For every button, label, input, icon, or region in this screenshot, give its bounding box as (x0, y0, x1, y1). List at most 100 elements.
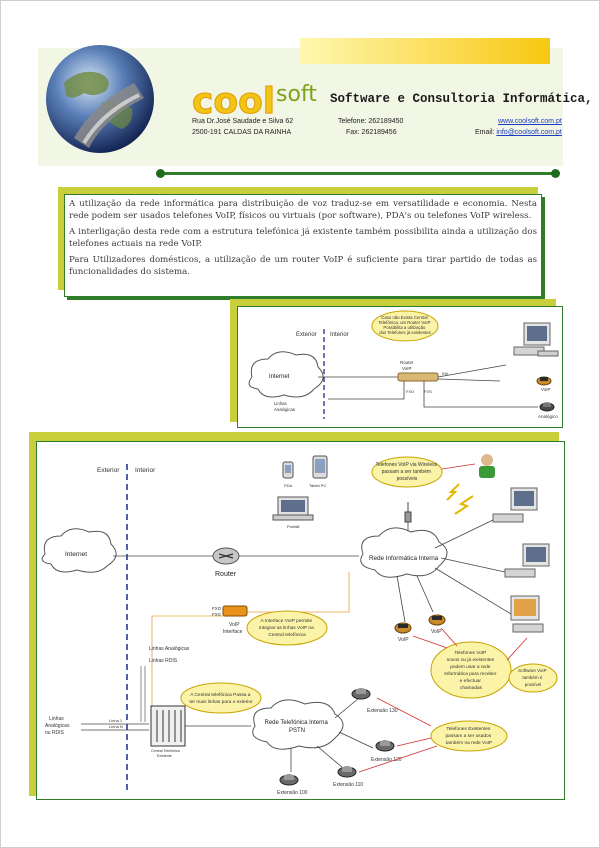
d2-voip-interface-icon (223, 606, 247, 616)
svg-text:VoIP Interface: VoIP Interface (223, 622, 243, 635)
d2-wireless-bolt-2 (455, 496, 473, 514)
svg-text:Linha 1 Linha N: Linha 1 Linha N (109, 718, 123, 729)
svg-text:Central Telefónica Existen: Central Telefónica Existente (151, 749, 181, 758)
globe-logo-image (44, 43, 156, 155)
email-label: Email: (475, 129, 494, 136)
d2-external-lines-1: Linhas (49, 716, 64, 722)
d2-software-note-1: Software VoIP (518, 668, 547, 673)
address-city: 2500-191 CALDAS DA RAINHA (192, 129, 291, 136)
d2-ext130-label: Extensão 130 (367, 708, 398, 714)
svg-text:Caso não Exista Central Te: Caso não Exista Central Telefónica, um R… (378, 315, 431, 335)
d2-laptop-icon (273, 497, 313, 520)
d2-pstn-label-2: PSTN (289, 728, 305, 734)
d2-internet-label: Internet (65, 551, 87, 558)
d2-laptop-label: Portátil (287, 524, 300, 529)
d2-ext110-phone-icon (338, 767, 356, 777)
d2-external-lines-3: ou RDIS (45, 730, 65, 736)
svg-text:Router VoIP: Router VoIP (400, 360, 415, 371)
diagram-large-svg: Exterior Interior PDA Tablet PC Portátil… (37, 442, 564, 799)
diagram-small: Exterior Interior Caso não Exista Centra… (237, 306, 563, 428)
d2-rdis-lines-label: Linhas RDIS (149, 658, 178, 664)
d2-central-note-2: ter mais linhas para o exterior (189, 699, 253, 705)
d2-fxs-label: FXS (212, 612, 221, 617)
d1-voip-phone-icon (537, 377, 551, 385)
d2-central-note-bubble (181, 683, 261, 713)
company-name: Software e Consultoria Informática, Lda. (330, 92, 600, 106)
d2-voip-phone-2-label: VoIP (431, 629, 442, 635)
divider-dot-right (551, 169, 560, 178)
d1-fxo-label: FXO (406, 389, 414, 394)
d1-note-line-4: dos Telefones já existentes (379, 330, 431, 335)
d2-phones-note-2: novos ou já existentes (447, 657, 495, 663)
d2-ext120-phone-icon (376, 741, 394, 751)
email-link[interactable]: info@coolsoft.com.pt (496, 129, 561, 136)
d2-phones-note-6: chamadas (460, 685, 483, 691)
d2-ext120-label: Extensão 120 (371, 757, 402, 763)
d1-interior-label: Interior (330, 332, 349, 338)
d2-pstn-label-1: Rede Telefónica Interna (265, 720, 329, 726)
d2-tablet-label: Tablet PC (309, 483, 326, 488)
d1-eth-label: Eth (442, 371, 448, 376)
d2-computer-2-icon (505, 544, 549, 577)
svg-text:Linhas Analógicas ou R: Linhas Analógicas ou RDIS (45, 716, 71, 736)
d2-voip-interface-label-1: VoIP (229, 622, 240, 628)
d2-interface-note-3: Central telefónica (268, 632, 306, 638)
d2-voip-phone-1-icon (395, 623, 411, 633)
logo-text-soft: soft (276, 82, 317, 107)
d2-software-note-3: possível (525, 682, 542, 687)
d1-fxs-label: FXS (424, 389, 432, 394)
d1-analog-lines-1: Linhas (274, 401, 287, 406)
d2-pda-icon (283, 462, 293, 478)
d2-pda-label: PDA (284, 483, 293, 488)
d2-linhan-label: Linha N (109, 724, 123, 729)
d2-voip-phone-2-icon (429, 615, 445, 625)
d2-linha1-label: Linha 1 (109, 718, 123, 723)
d2-existing-phones-note-2: passam a ser usados (446, 733, 492, 739)
header-divider (160, 172, 555, 175)
d2-voip-phone-1-label: VoIP (398, 637, 409, 643)
d2-voip-interface-label-2: Interface (223, 629, 243, 635)
intro-paragraph-2: A interligação desta rede com a estrutur… (69, 226, 537, 250)
d2-interface-note-1: A Interface VoIP permite (261, 618, 313, 624)
d1-computer-icon (514, 323, 558, 356)
fax-number: Fax: 262189456 (346, 129, 397, 136)
d2-software-note-2: também é (522, 675, 543, 680)
d1-analog-lines-2: Analógicas (274, 407, 295, 412)
d1-voip-label: VoIP (541, 387, 551, 392)
intro-text-box: A utilização da rede informática para di… (64, 194, 542, 297)
d2-wireless-note-3: possíveis (397, 476, 418, 482)
d2-external-lines-2: Analógicas (45, 723, 70, 729)
d2-router-icon (213, 548, 239, 564)
d2-ext100-phone-icon (280, 775, 298, 785)
d2-wireless-bolt-1 (447, 484, 459, 500)
d2-ext100-label: Extensão 100 (277, 790, 308, 796)
d2-interface-note-2: Integrar as linhas VoIP na (259, 625, 314, 631)
d1-voip-router-icon (398, 373, 438, 381)
intro-paragraph-3: Para Utilizadores domésticos, a utilizaç… (69, 254, 537, 278)
divider-dot-left (156, 169, 165, 178)
d2-router-label: Router (215, 571, 237, 578)
diagram-small-svg: Exterior Interior Caso não Exista Centra… (238, 307, 562, 427)
d2-wireless-note-2: passam a ser também (382, 469, 431, 475)
address-street: Rua Dr.José Saudade e Silva 62 (192, 118, 293, 125)
d2-internal-network-label: Rede Informática Interna (369, 555, 439, 562)
d1-internet-label: Internet (269, 374, 290, 380)
d2-interior-label: Interior (135, 467, 156, 474)
diagram-large: Exterior Interior PDA Tablet PC Portátil… (36, 441, 565, 800)
phone-number: Telefone: 262189450 (338, 118, 403, 125)
d2-wireless-note-1: Telefones VoIP via Wireless (376, 462, 438, 468)
d1-router-label-1: Router (400, 360, 414, 365)
d2-exterior-label: Exterior (97, 467, 120, 474)
d2-central-note-1: A Central telefónica Passa a (190, 692, 251, 698)
d2-central-pbx-icon (151, 706, 185, 746)
d2-existing-phones-note-3: também na rede VoIP (446, 740, 492, 746)
d2-wireless-user-icon (479, 454, 495, 478)
d2-access-point-icon (405, 502, 411, 522)
d2-fxo-label: FXO (212, 606, 222, 611)
svg-text:Telefones Existentes passa: Telefones Existentes passam a ser usados… (446, 726, 493, 746)
d2-phones-note-5: e efectuar (460, 678, 482, 684)
svg-text:FXO FXS: FXO FXS (212, 606, 223, 617)
coolsoft-logo: cool soft (190, 75, 330, 123)
website-link[interactable]: www.coolsoft.com.pt (498, 118, 562, 125)
header-accent-bar (300, 38, 550, 64)
